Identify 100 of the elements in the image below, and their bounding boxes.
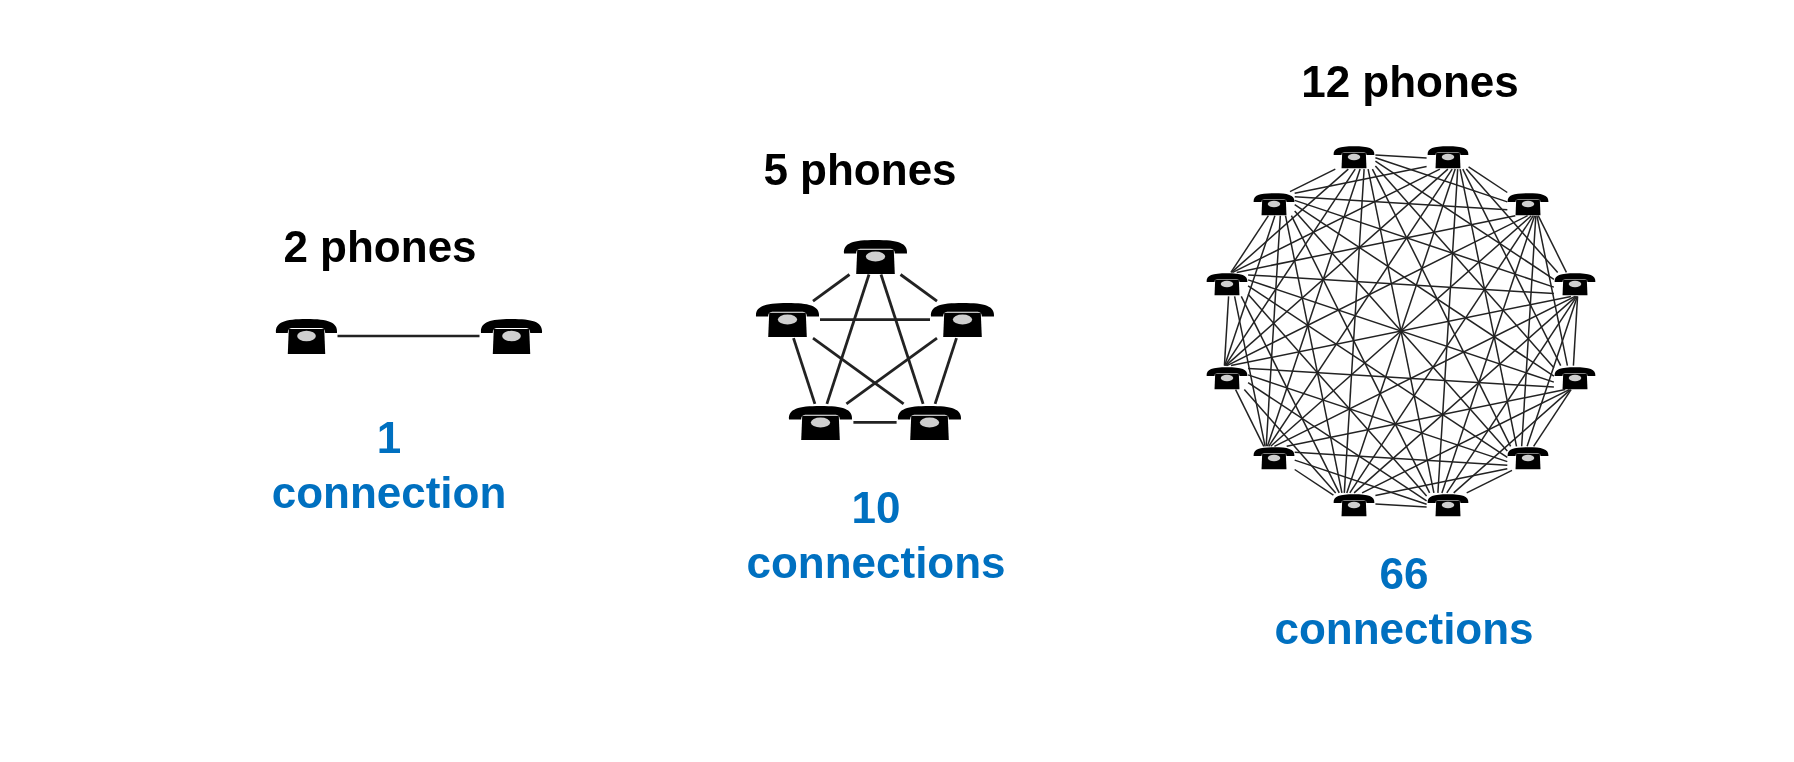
connection-line bbox=[1293, 203, 1555, 377]
connection-line bbox=[853, 421, 897, 424]
connection-line bbox=[1536, 214, 1569, 367]
telephone-icon bbox=[1333, 492, 1376, 517]
connection-line bbox=[1532, 388, 1572, 448]
telephone-icon bbox=[1553, 272, 1596, 297]
connection-line bbox=[1446, 295, 1578, 494]
telephone-icon bbox=[1252, 446, 1295, 471]
connection-line bbox=[1284, 214, 1343, 494]
connection-line bbox=[1572, 295, 1579, 367]
connection-count-label: 10 connections bbox=[746, 482, 1006, 589]
connection-line bbox=[1361, 388, 1571, 494]
phone-count-label: 2 phones bbox=[283, 222, 477, 272]
connection-line bbox=[812, 336, 905, 406]
connection-line bbox=[337, 334, 480, 338]
connection-line bbox=[1374, 503, 1428, 508]
telephone-icon bbox=[1206, 272, 1249, 297]
connection-line bbox=[1346, 168, 1456, 494]
connection-line bbox=[1285, 388, 1567, 448]
connection-line bbox=[1247, 381, 1428, 502]
connection-line bbox=[1265, 214, 1282, 448]
connection-line bbox=[1224, 168, 1356, 367]
phone-count-label: 5 phones bbox=[763, 145, 957, 195]
connection-line bbox=[1247, 374, 1509, 463]
connection-line bbox=[1240, 295, 1340, 494]
telephone-icon bbox=[1507, 191, 1550, 216]
connection-line bbox=[1223, 295, 1230, 367]
connection-line bbox=[1537, 214, 1568, 274]
connection-count-label: 66 connections bbox=[1274, 548, 1534, 655]
telephone-icon bbox=[1426, 145, 1469, 170]
connection-line bbox=[1293, 459, 1428, 505]
connection-line bbox=[1374, 165, 1555, 369]
telephone-icon bbox=[930, 301, 995, 339]
connection-line bbox=[1374, 467, 1509, 497]
connection-line bbox=[792, 337, 817, 405]
connection-line bbox=[1437, 168, 1459, 494]
connection-line bbox=[1465, 469, 1513, 494]
connection-line bbox=[1459, 168, 1518, 448]
connection-line bbox=[845, 336, 938, 406]
telephone-icon bbox=[896, 403, 962, 441]
connection-line bbox=[1293, 210, 1509, 452]
telephone-icon bbox=[1507, 446, 1550, 471]
connection-line bbox=[1520, 214, 1537, 448]
telephone-icon bbox=[842, 237, 908, 275]
connection-line bbox=[1371, 168, 1512, 448]
connection-line bbox=[1247, 274, 1555, 295]
connection-line bbox=[879, 274, 925, 405]
telephone-icon bbox=[755, 301, 820, 339]
connection-line bbox=[1243, 388, 1337, 494]
connection-line bbox=[1289, 168, 1337, 193]
connection-line bbox=[1293, 451, 1509, 466]
telephone-icon bbox=[479, 317, 543, 355]
telephone-icon bbox=[274, 317, 338, 355]
connection-line bbox=[825, 274, 871, 405]
connection-line bbox=[899, 273, 938, 303]
connection-line bbox=[1267, 168, 1453, 448]
connection-line bbox=[1247, 285, 1509, 459]
connection-line bbox=[1452, 388, 1572, 494]
connection-line bbox=[1273, 295, 1576, 448]
telephone-icon bbox=[1206, 365, 1249, 390]
connection-line bbox=[1293, 468, 1335, 496]
connection-line bbox=[1290, 214, 1431, 494]
connection-line bbox=[1349, 214, 1535, 494]
connection-line bbox=[1230, 214, 1270, 274]
connection-line bbox=[1247, 293, 1428, 497]
connection-line bbox=[1269, 214, 1533, 448]
connection-line bbox=[1225, 168, 1449, 367]
telephone-icon bbox=[1333, 145, 1376, 170]
connection-line bbox=[1467, 166, 1509, 194]
connection-line bbox=[1226, 214, 1529, 367]
connection-line bbox=[1374, 154, 1428, 159]
telephone-icon bbox=[1426, 492, 1469, 517]
connection-line bbox=[933, 337, 958, 405]
connection-line bbox=[1231, 168, 1441, 274]
connection-line bbox=[1353, 295, 1577, 494]
connection-line bbox=[1233, 295, 1266, 448]
connection-count-label: 1 connection bbox=[271, 412, 507, 519]
telephone-icon bbox=[1252, 191, 1295, 216]
connection-line bbox=[1230, 168, 1350, 274]
connection-line bbox=[1247, 367, 1555, 388]
connection-line bbox=[1343, 168, 1365, 494]
connection-line bbox=[1247, 279, 1555, 383]
connection-line bbox=[1293, 199, 1555, 288]
connection-line bbox=[1526, 295, 1579, 448]
connection-line bbox=[1465, 168, 1559, 274]
connection-line bbox=[1293, 165, 1428, 195]
connection-line bbox=[1441, 214, 1536, 494]
connection-line bbox=[1266, 168, 1361, 448]
connection-line bbox=[1223, 214, 1276, 367]
connection-line bbox=[1374, 157, 1509, 203]
connection-line bbox=[1230, 295, 1572, 367]
connection-line bbox=[1234, 388, 1265, 448]
connection-line bbox=[812, 273, 851, 303]
connection-line bbox=[1235, 214, 1517, 274]
connection-line bbox=[1462, 168, 1562, 367]
connection-line bbox=[1374, 160, 1555, 281]
connection-line bbox=[1293, 196, 1509, 211]
telephone-icon bbox=[788, 403, 854, 441]
telephone-icon bbox=[1553, 365, 1596, 390]
connection-line bbox=[1367, 168, 1435, 494]
